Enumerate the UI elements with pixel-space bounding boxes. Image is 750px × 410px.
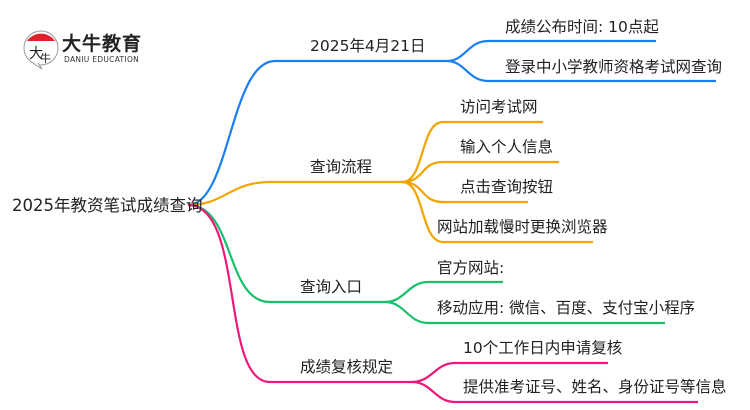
root-topic: 2025年教资笔试成绩查询: [12, 196, 203, 215]
branch-review: 成绩复核规定: [300, 358, 394, 376]
svg-text:牛: 牛: [40, 51, 51, 65]
leaf: 登录中小学教师资格考试网查询: [505, 58, 723, 76]
leaf: 输入个人信息: [460, 138, 554, 156]
leaf: 提供准考证号、姓名、身份证号等信息: [463, 378, 727, 396]
link-b2-c1: [384, 300, 665, 325]
link-b3-c1: [411, 380, 698, 404]
link-branch-3: [187, 203, 412, 384]
branch-process: 查询流程: [310, 158, 373, 176]
link-b3-c0: [411, 361, 608, 384]
logo: 大 牛 大牛教育 DANIU EDUCATION: [22, 27, 142, 71]
link-b0-c1: [446, 59, 716, 83]
link-b1-c0: [401, 120, 543, 184]
link-b1-c2: [401, 180, 528, 204]
link-b1-c3: [401, 180, 593, 244]
link-branch-0: [187, 59, 447, 207]
leaf: 官方网站:: [437, 259, 505, 277]
leaf: 10个工作日内申请复核: [463, 339, 623, 357]
link-b1-c1: [401, 160, 559, 184]
logo-subtitle: DANIU EDUCATION: [64, 55, 140, 64]
link-branch-1: [187, 180, 402, 207]
link-b0-c0: [446, 39, 656, 63]
branch-entry: 查询入口: [300, 278, 363, 296]
branch-date: 2025年4月21日: [310, 37, 426, 55]
leaf: 移动应用: 微信、百度、支付宝小程序: [437, 299, 696, 317]
link-b2-c0: [384, 280, 503, 304]
leaf: 访问考试网: [460, 98, 538, 116]
logo-mark-icon: 大 牛: [23, 30, 59, 70]
leaf: 网站加载慢时更换浏览器: [437, 218, 608, 236]
logo-name: 大牛教育: [62, 33, 143, 55]
leaf: 成绩公布时间: 10点起: [505, 18, 659, 36]
leaf: 点击查询按钮: [460, 178, 554, 196]
svg-text:大: 大: [29, 46, 43, 62]
